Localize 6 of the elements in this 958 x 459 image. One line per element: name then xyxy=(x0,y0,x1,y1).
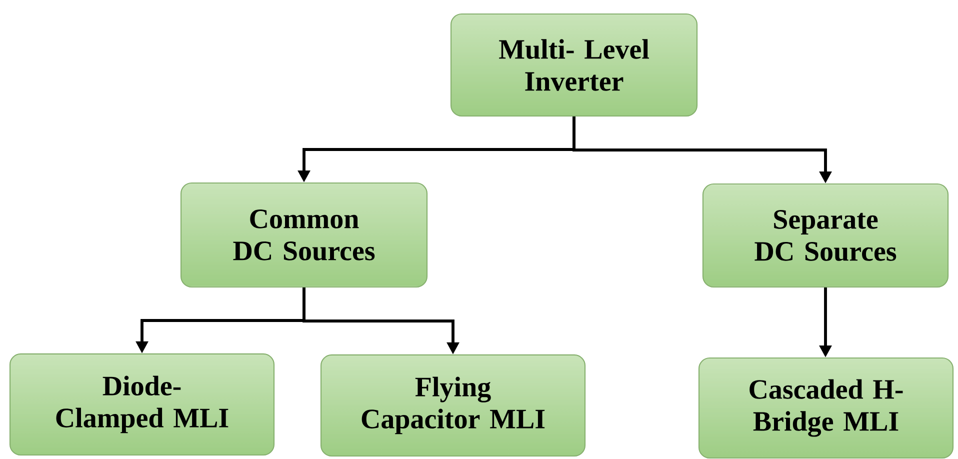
category-box: Cascaded H- Bridge MLI xyxy=(698,357,954,459)
category-box: Diode-Clamped MLI xyxy=(9,353,275,456)
category-box: Separate DC Sources xyxy=(702,184,949,288)
category-box: Multi- Level Inverter xyxy=(450,13,698,117)
category-box: Flying Capacitor MLI xyxy=(320,354,586,457)
category-box: Common DC Sources xyxy=(180,182,428,288)
